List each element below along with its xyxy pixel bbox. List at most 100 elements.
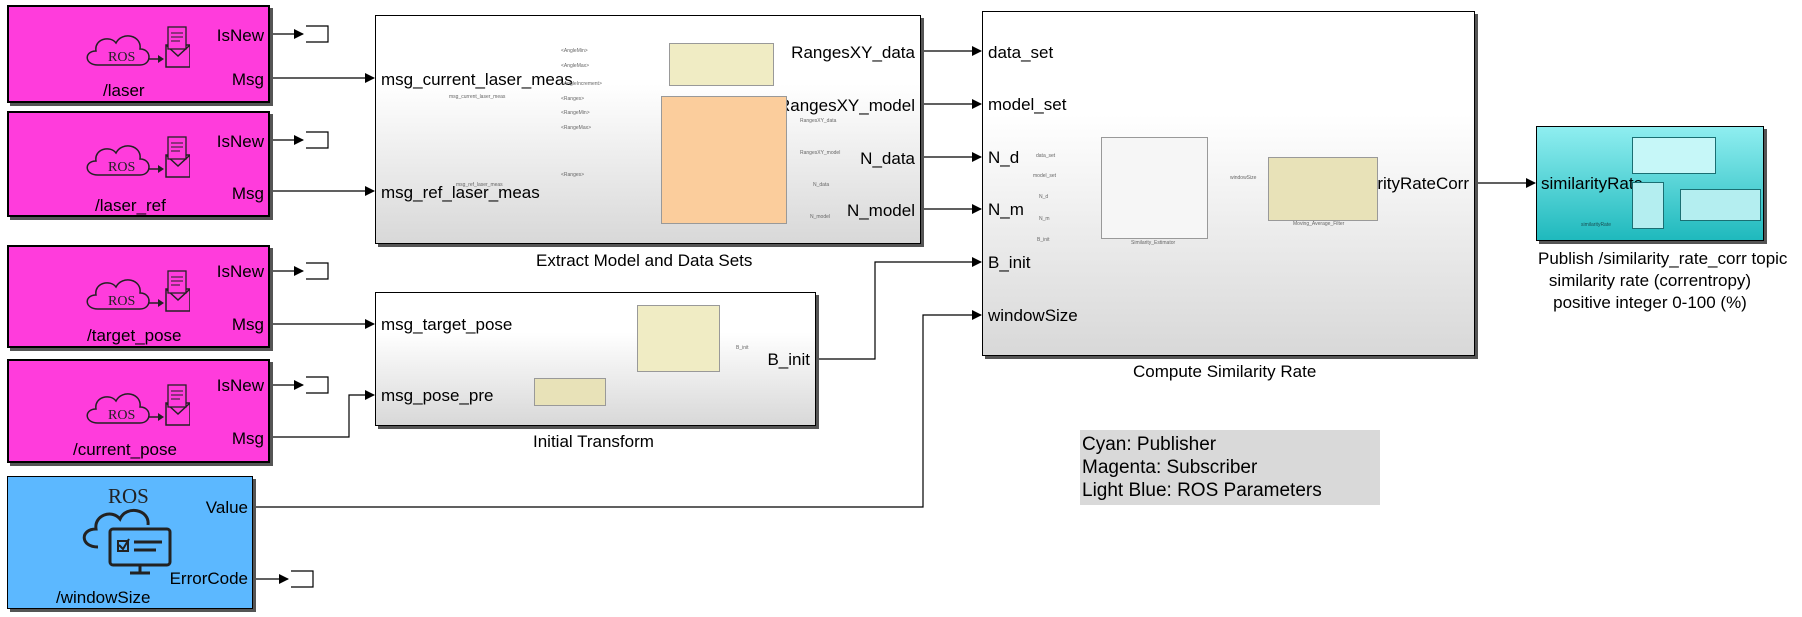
port-in-window-size: windowSize: [988, 306, 1078, 325]
svg-text:ROS: ROS: [108, 408, 135, 423]
port-in-current-laser: msg_current_laser_meas: [381, 70, 573, 89]
inner-quaternion-block: [534, 378, 606, 406]
inner-label-filter: Moving_Average_Filter: [1293, 221, 1345, 227]
publisher-caption-line-1: Publish /similarity_rate_corr topic: [1538, 249, 1788, 268]
inner-selector-label: <AngleMin>: [561, 48, 588, 54]
port-msg: Msg: [231, 70, 264, 89]
inner-label-window: windowSize: [1230, 175, 1257, 181]
port-msg: Msg: [231, 315, 264, 334]
subscriber-block-laser-ref[interactable]: ROS /laser_ref IsNew Msg: [7, 111, 270, 217]
svg-text:ROS: ROS: [108, 294, 135, 309]
inner-inport-label: N_m: [1039, 216, 1050, 222]
ros-parameter-icon: ROS: [78, 484, 178, 580]
terminator-laser-ref: [306, 131, 329, 149]
inner-inport-label: model_set: [1033, 173, 1057, 179]
legend-line-parameters: Light Blue: ROS Parameters: [1082, 480, 1322, 501]
terminator-current-pose: [306, 376, 329, 394]
port-in-n-m: N_m: [988, 200, 1024, 219]
svg-text:ROS: ROS: [108, 160, 135, 175]
inner-function-block: [669, 43, 774, 86]
ros-subscribe-icon: ROS: [80, 21, 191, 78]
terminator-errorcode: [291, 570, 314, 588]
inner-inport-label: N_d: [1039, 194, 1049, 200]
inner-selector-label: <RangeMax>: [561, 125, 592, 131]
publisher-block-similarity-rate[interactable]: similarityRate similarityRate: [1536, 126, 1764, 241]
port-out-rangesxy-data: RangesXY_data: [791, 43, 915, 62]
caption-compute-similarity: Compute Similarity Rate: [1133, 362, 1317, 381]
legend-line-publisher: Cyan: Publisher: [1082, 434, 1217, 455]
publisher-caption-line-2: similarity rate (correntropy): [1548, 271, 1752, 290]
port-in-model-set: model_set: [988, 95, 1067, 114]
inner-inport-label: data_set: [1036, 153, 1056, 159]
port-out-b-init: B_init: [767, 350, 810, 369]
port-in-n-d: N_d: [988, 148, 1020, 167]
inner-message-block: [1632, 137, 1716, 174]
ros-subscribe-icon: ROS: [80, 265, 191, 322]
port-isnew: IsNew: [216, 262, 264, 281]
inner-label-similarity-rate: similarityRate: [1581, 222, 1612, 228]
inner-label-in2: msg_ref_laser_meas: [456, 182, 503, 188]
subscriber-topic-laser: /laser: [103, 81, 145, 100]
terminator-target-pose: [306, 262, 329, 280]
subsystem-compute-similarity[interactable]: data_set model_set N_d N_m B_init window…: [982, 11, 1475, 356]
publisher-caption-line-3: positive integer 0-100 (%): [1553, 293, 1747, 312]
port-in-b-init: B_init: [988, 253, 1031, 272]
inner-label-out1: RangesXY_data: [800, 118, 837, 124]
inner-label-in1: msg_current_laser_meas: [449, 94, 506, 100]
legend-line-subscriber: Magenta: Subscriber: [1082, 457, 1258, 478]
inner-bus-assign-block: [1632, 182, 1664, 229]
caption-extract: Extract Model and Data Sets: [536, 251, 753, 270]
terminator-laser: [306, 25, 329, 43]
inner-similarity-estimator: [1101, 137, 1208, 239]
subscriber-block-current-pose[interactable]: ROS /current_pose IsNew Msg: [7, 359, 270, 463]
inner-label-out2: RangesXY_model: [800, 150, 841, 156]
inner-label-b-init: B_init: [736, 345, 749, 351]
caption-initial-transform: Initial Transform: [533, 432, 654, 451]
wire-b-init: [815, 257, 982, 360]
inner-scan-conversion-block: [661, 96, 787, 224]
subscriber-block-laser[interactable]: ROS /laser IsNew Msg: [7, 5, 270, 103]
port-isnew: IsNew: [216, 26, 264, 45]
port-in-pose-pre: msg_pose_pre: [381, 386, 494, 405]
port-errorcode: ErrorCode: [169, 569, 248, 588]
inner-selector-label: <AngleIncrement>: [561, 81, 602, 87]
wire-window-size: [253, 310, 982, 508]
subsystem-extract-model-data[interactable]: msg_current_laser_meas msg_ref_laser_mea…: [375, 15, 921, 244]
port-msg: Msg: [231, 184, 264, 203]
ros-subscribe-icon: ROS: [80, 379, 191, 436]
port-in-ref-laser: msg_ref_laser_meas: [381, 183, 540, 202]
parameter-block-window-size[interactable]: ROS /windowSize Value ErrorCode: [7, 476, 253, 609]
inner-selector-label: <Ranges>: [561, 172, 585, 178]
port-out-n-data: N_data: [860, 149, 915, 168]
inner-transform-block: [637, 305, 720, 372]
inner-label-out3: N_data: [813, 182, 830, 188]
subsystem-initial-transform[interactable]: msg_target_pose msg_pose_pre B_init B_in…: [375, 292, 816, 426]
port-isnew: IsNew: [216, 132, 264, 151]
wire-current-pose-msg: [269, 390, 375, 438]
parameter-name: /windowSize: [56, 588, 151, 607]
subscriber-block-target-pose[interactable]: ROS /target_pose IsNew Msg: [7, 245, 270, 348]
port-isnew: IsNew: [216, 376, 264, 395]
port-in-data-set: data_set: [988, 43, 1054, 62]
port-in-similarity-rate: similarityRate: [1541, 174, 1644, 193]
port-out-rangesxy-model: RangesXY_model: [777, 96, 915, 115]
inner-label-out4: N_model: [810, 214, 831, 220]
inner-selector-label: <RangeMin>: [561, 110, 590, 116]
subscriber-topic-laser-ref: /laser_ref: [95, 196, 166, 215]
port-in-target-pose: msg_target_pose: [381, 315, 513, 334]
subscriber-topic-target-pose: /target_pose: [87, 326, 182, 345]
inner-moving-average-filter: [1268, 157, 1378, 221]
ros-subscribe-icon: ROS: [80, 131, 191, 188]
port-msg: Msg: [231, 429, 264, 448]
ros-icon-label: ROS: [108, 485, 149, 508]
legend-annotation: Cyan: Publisher Magenta: Subscriber Ligh…: [1080, 430, 1380, 505]
subscriber-topic-current-pose: /current_pose: [73, 440, 177, 459]
port-value: Value: [205, 498, 248, 517]
inner-inport-label: B_init: [1037, 237, 1050, 243]
inner-selector-label: <AngleMax>: [561, 63, 590, 69]
inner-label-estimator: Similarity_Estimator: [1131, 240, 1176, 246]
inner-selector-label: <Ranges>: [561, 96, 585, 102]
inner-publish-block: [1680, 189, 1761, 221]
svg-text:ROS: ROS: [108, 50, 135, 65]
port-out-n-model: N_model: [846, 201, 915, 220]
